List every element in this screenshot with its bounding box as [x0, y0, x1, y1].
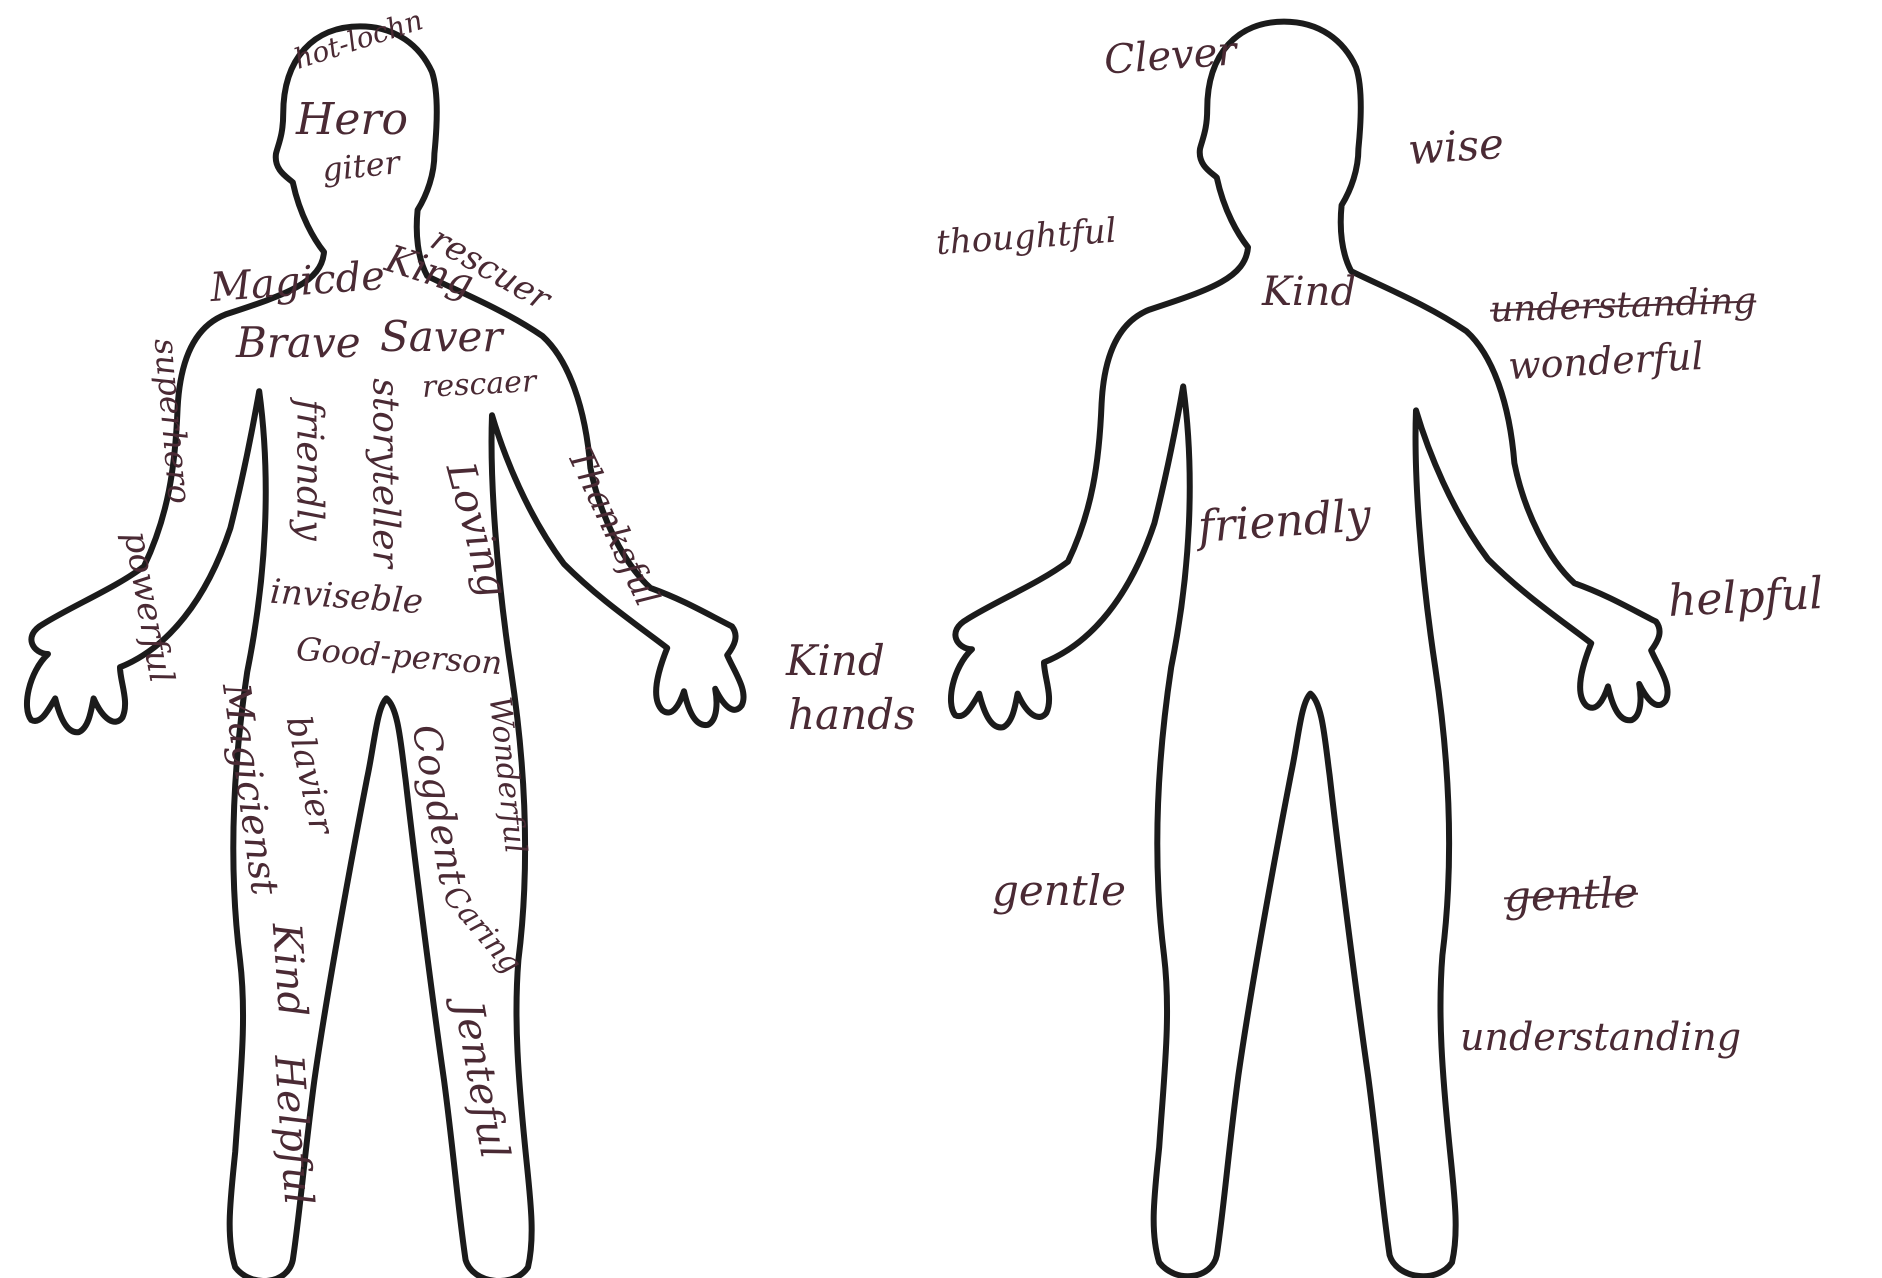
right-body-outline	[951, 22, 1668, 1277]
word-helpful-right: helpful	[1667, 572, 1824, 624]
word-giter: giter	[321, 146, 402, 186]
word-inviseble: inviseble	[269, 575, 424, 620]
word-friendly-right: friendly	[1197, 494, 1373, 550]
word-rescaer: rescaer	[421, 367, 537, 403]
word-hands: hands	[788, 694, 916, 736]
word-understanding-bottom: understanding	[1460, 1018, 1741, 1056]
word-kind-hands: Kind	[786, 640, 885, 682]
word-kind-left: Kind	[266, 922, 312, 1019]
word-brave: Brave	[236, 322, 361, 364]
word-gentle-crossed: gentle	[1503, 872, 1638, 919]
word-friendly: friendly	[291, 399, 327, 540]
word-magicde: Magicde	[209, 256, 386, 308]
word-hero: Hero	[296, 98, 408, 142]
word-clever: Clever	[1103, 31, 1238, 80]
word-understanding-crossed: understanding	[1489, 283, 1756, 328]
word-wise: wise	[1407, 123, 1505, 172]
word-helpful: Helpful	[268, 1054, 318, 1207]
word-kind-chest: Kind	[1262, 272, 1356, 312]
word-saver: Saver	[380, 316, 502, 358]
word-gentle-left: gentle	[992, 870, 1126, 912]
word-storyteller: storyteller	[367, 378, 403, 567]
word-wonderful-right: wonderful	[1507, 337, 1704, 385]
